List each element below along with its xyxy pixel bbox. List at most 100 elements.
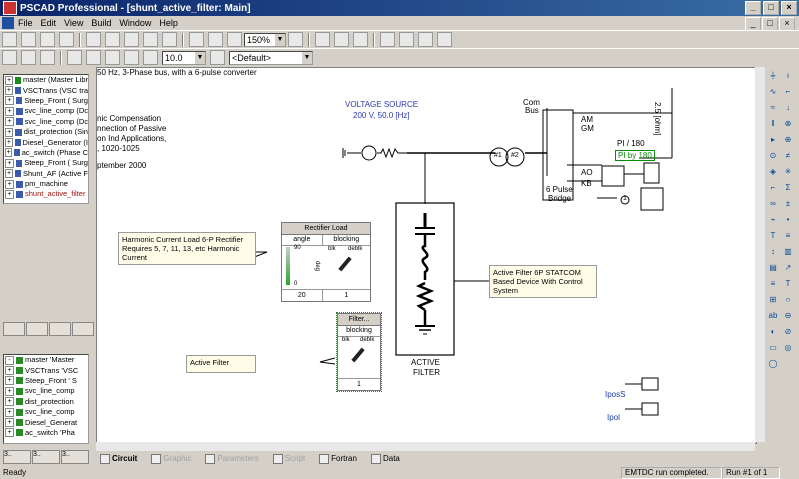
list-item[interactable]: +svc_line_comp (Dc	[4, 106, 88, 116]
compile-icon[interactable]	[2, 50, 17, 65]
graph-tab-icon[interactable]	[49, 322, 71, 336]
check-icon[interactable]	[40, 50, 55, 65]
doc-minimize-button[interactable]: _	[745, 17, 761, 31]
list-item[interactable]: +Diesel_Generator (I	[5, 137, 88, 148]
label-alt-icon[interactable]: ≡	[785, 231, 791, 240]
paste-icon[interactable]	[124, 32, 139, 47]
text-icon[interactable]: T	[785, 279, 791, 288]
divider-icon[interactable]: ◯	[768, 359, 778, 368]
dial-icon[interactable]: ⊘	[784, 327, 792, 336]
menu-help[interactable]: Help	[159, 18, 178, 28]
transformer-icon[interactable]: ∞	[770, 199, 776, 208]
wave-tab-icon[interactable]	[26, 322, 48, 336]
list-item[interactable]: +dist_protection (Sin	[4, 127, 88, 137]
tab-fortran[interactable]: Fortran	[319, 453, 357, 464]
resistor-icon[interactable]: ∿	[769, 87, 777, 96]
horizontal-scrollbar[interactable]	[96, 442, 755, 451]
diode-icon[interactable]: ▸	[770, 135, 775, 144]
control-icon[interactable]: ⊞	[769, 295, 777, 304]
tab-data[interactable]: Data	[370, 453, 400, 464]
ac-source-icon[interactable]: ⊕	[784, 135, 792, 144]
stop-icon[interactable]	[124, 50, 139, 65]
menu-window[interactable]: Window	[119, 18, 152, 28]
wire-icon[interactable]: ⌐	[785, 87, 791, 96]
list-item[interactable]: +Steep_Front ( Surg	[4, 158, 88, 168]
list-item[interactable]: +svc_line_comp	[4, 407, 88, 417]
pi-by-180-box[interactable]: PI by 180	[615, 150, 655, 161]
zoom-fit-icon[interactable]	[227, 32, 242, 47]
doc-restore-button[interactable]: □	[762, 17, 778, 31]
menu-view[interactable]: View	[64, 18, 84, 28]
pause-icon[interactable]	[105, 50, 120, 65]
close-button[interactable]: ×	[781, 1, 797, 15]
step-icon[interactable]	[86, 50, 101, 65]
draw-icon[interactable]	[399, 32, 414, 47]
slider-icon[interactable]: ≡	[770, 279, 776, 288]
label-icon[interactable]: T	[770, 231, 776, 240]
source-icon[interactable]: ⊙	[769, 151, 777, 160]
time-select[interactable]: 10.0▼	[162, 50, 206, 65]
list-item[interactable]: +Steep_Front ' S	[4, 376, 88, 386]
bus-icon[interactable]: ↕	[771, 247, 775, 256]
fault-icon[interactable]: ≠	[785, 151, 791, 160]
capacitor-icon[interactable]: ‖	[771, 119, 775, 128]
zoom-select[interactable]: 150%▼	[244, 32, 286, 47]
output-tab[interactable]: 3..	[61, 450, 89, 464]
settings-tab-icon[interactable]	[72, 322, 94, 336]
output-icon[interactable]: ab	[768, 311, 778, 320]
workspace-tab-icon[interactable]	[3, 322, 25, 336]
layer-icon[interactable]	[210, 50, 225, 65]
minimize-button[interactable]: _	[745, 1, 761, 15]
list-item[interactable]: +Diesel_Generat	[4, 417, 88, 428]
tab-parameters[interactable]: Parameters	[205, 453, 259, 464]
output-tab[interactable]: 3..	[3, 450, 31, 464]
run-icon[interactable]	[67, 50, 82, 65]
list-item[interactable]: +svc_line_comp	[4, 386, 88, 396]
node-icon[interactable]: ı	[786, 71, 790, 80]
doc-close-button[interactable]: ×	[779, 17, 795, 31]
rectifier-load-panel[interactable]: Rectifier Load angle blocking 90 0 deg b…	[281, 222, 371, 302]
layer-select[interactable]: <Default>▼	[229, 50, 313, 65]
list-item[interactable]: +shunt_active_filter	[4, 189, 88, 199]
bus-node-icon[interactable]: •	[786, 215, 790, 224]
menu-build[interactable]: Build	[91, 18, 112, 28]
zoom-in-icon[interactable]	[189, 32, 204, 47]
list-item[interactable]: +master (Master Libr	[5, 75, 88, 85]
zoom-out-icon[interactable]	[208, 32, 223, 47]
components-icon[interactable]	[418, 32, 433, 47]
up-icon[interactable]	[353, 32, 368, 47]
mult-icon[interactable]: ⊗	[784, 119, 792, 128]
button-icon[interactable]: ○	[785, 295, 791, 304]
bookmark-icon[interactable]: ◐	[770, 327, 776, 336]
ground-icon[interactable]: ⏚	[769, 71, 777, 80]
forward-icon[interactable]	[334, 32, 349, 47]
sticky-note-icon[interactable]: ▭	[769, 343, 777, 352]
inductor-icon[interactable]: ≈	[770, 103, 776, 112]
menu-file[interactable]: File	[18, 18, 33, 28]
wire-icon[interactable]	[380, 32, 395, 47]
angle-slider[interactable]	[286, 247, 290, 285]
graph-icon[interactable]: ▤	[769, 263, 777, 272]
pan-hand-icon[interactable]	[288, 32, 303, 47]
document-icon[interactable]	[2, 17, 14, 29]
build-icon[interactable]	[21, 50, 36, 65]
link-icon[interactable]: ↗	[784, 263, 792, 272]
output-tab[interactable]: 3..	[32, 450, 60, 464]
circuit-canvas[interactable]: 50 Hz, 3-Phase bus, with a 6-pulse conve…	[96, 67, 757, 444]
tab-circuit[interactable]: Circuit	[100, 453, 137, 464]
maximize-button[interactable]: □	[763, 1, 779, 15]
copy-icon[interactable]	[105, 32, 120, 47]
arrow-icon[interactable]: ↓	[786, 103, 790, 112]
list-item[interactable]: +Shunt_AF (Active F	[5, 168, 88, 179]
filter-blocking-panel[interactable]: Filter... blocking blk deblk 1	[336, 312, 382, 392]
sum-icon[interactable]: Σ	[785, 183, 791, 192]
print-icon[interactable]	[59, 32, 74, 47]
redo-icon[interactable]	[162, 32, 177, 47]
undo-icon[interactable]	[143, 32, 158, 47]
blocking-switch-knob[interactable]	[338, 256, 352, 272]
eye-icon[interactable]: ◎	[784, 343, 792, 352]
list-item[interactable]: -master 'Master	[4, 355, 88, 365]
tab-graphic[interactable]: Graphic	[151, 453, 191, 464]
timer-icon[interactable]: ✳	[784, 167, 792, 176]
menu-edit[interactable]: Edit	[40, 18, 57, 28]
